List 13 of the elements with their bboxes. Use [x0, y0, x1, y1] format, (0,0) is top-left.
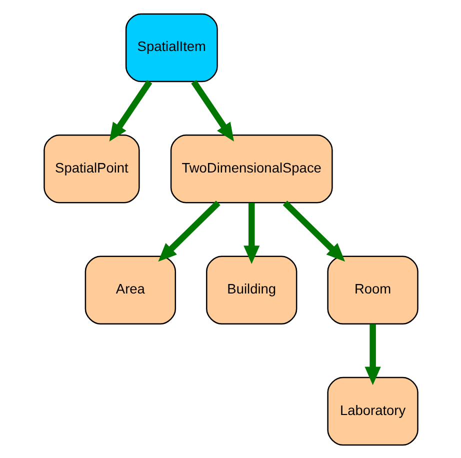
node-box: SpatialItem	[124, 12, 218, 82]
node-box: Building	[206, 255, 297, 324]
node-box: Area	[84, 255, 176, 324]
arrow	[108, 79, 152, 141]
arrow	[243, 202, 260, 264]
arrow	[190, 79, 234, 141]
node-box: TwoDimensionalSpace	[170, 134, 332, 203]
arrow	[282, 200, 345, 262]
arrow	[364, 324, 380, 385]
node-box: Room	[326, 255, 418, 324]
arrow	[158, 200, 220, 262]
node-box: Laboratory	[326, 376, 418, 446]
node-box: SpatialPoint	[43, 134, 140, 203]
